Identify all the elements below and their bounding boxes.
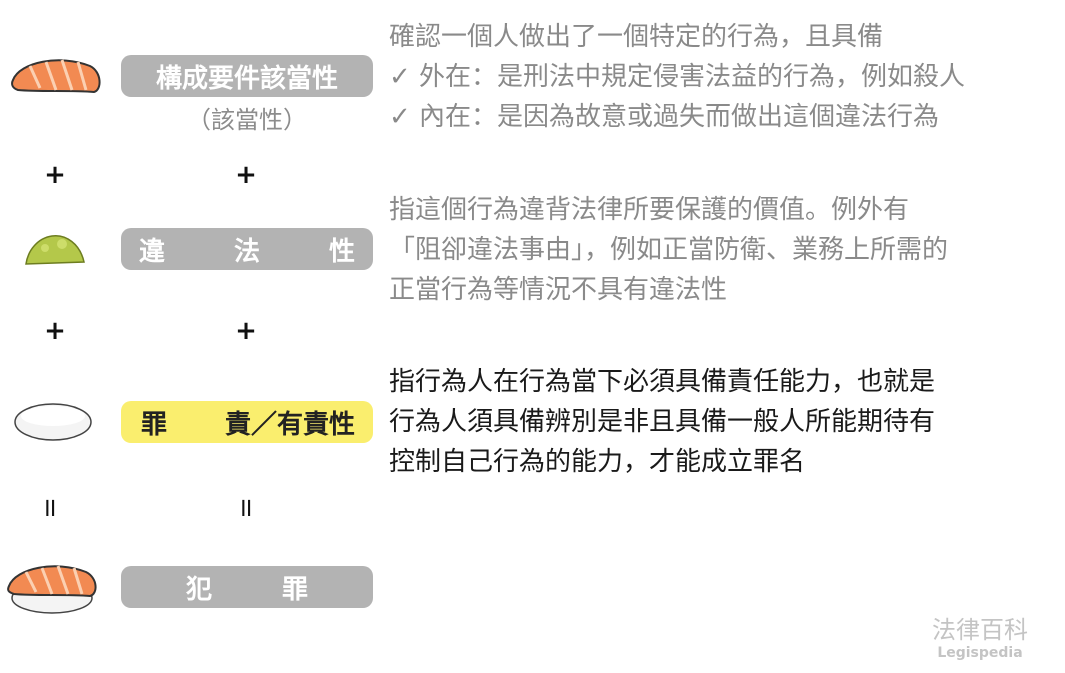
- description-line: ✓ 內在：是因為故意或過失而做出這個違法行為: [389, 102, 940, 132]
- description-line: 確認一個人做出了一個特定的行為，且具備: [389, 22, 884, 52]
- description-line: 行為人須具備辨別是非且具備一般人所能期待有: [389, 407, 936, 437]
- element-constituent-pill: 構成要件該當性: [121, 55, 373, 97]
- salmon-slice-icon: [11, 59, 101, 94]
- pill-label-part: 性: [328, 236, 355, 267]
- legispedia-logo: 法律百科 Legispedia: [920, 610, 1040, 661]
- pill-label-part: 責／有責性: [224, 409, 355, 440]
- rice-icon: [14, 403, 92, 441]
- element-illegality-pill: 違 法 性: [121, 228, 373, 270]
- description-line: 「阻卻違法事由」，例如正當防衛、業務上所需的: [389, 235, 949, 265]
- description-line: 正當行為等情況不具有違法性: [389, 275, 728, 305]
- plus-operator: +: [235, 160, 257, 190]
- logo-zh: 法律百科: [932, 616, 1028, 644]
- pill-label-part: 犯: [185, 574, 212, 605]
- salmon-nigiri-icon: [7, 565, 97, 614]
- logo-en: Legispedia: [937, 645, 1023, 661]
- description-line: 指行為人在行為當下必須具備責任能力，也就是: [389, 367, 936, 397]
- pill-label-part: 罪: [141, 409, 168, 440]
- equals-operator: ॥: [41, 493, 57, 523]
- element-culpability-pill: 罪 責／有責性: [121, 401, 373, 443]
- culpability-description: 指行為人在行為當下必須具備責任能力，也就是 行為人須具備辨別是非且具備一般人所能…: [389, 362, 935, 482]
- result-crime-pill: 犯 罪: [121, 566, 373, 608]
- wasabi-icon: [25, 235, 85, 265]
- description-line: 控制自己行為的能力，才能成立罪名: [389, 447, 806, 477]
- description-line: ✓ 外在：是刑法中規定侵害法益的行為，例如殺人: [389, 62, 966, 92]
- plus-operator: +: [44, 316, 66, 346]
- plus-operator: +: [44, 160, 66, 190]
- illegality-description: 指這個行為違背法律所要保護的價值。例外有 「阻卻違法事由」，例如正當防衛、業務上…: [389, 190, 948, 310]
- pill-label-part: 法: [233, 236, 260, 267]
- plus-operator: +: [235, 316, 257, 346]
- pill-label-part: 罪: [281, 574, 308, 605]
- description-line: 指這個行為違背法律所要保護的價值。例外有: [389, 195, 910, 225]
- pill-label-part: 違: [139, 236, 166, 267]
- constituent-description: 確認一個人做出了一個特定的行為，且具備 ✓ 外在：是刑法中規定侵害法益的行為，例…: [389, 17, 965, 137]
- equals-operator: ॥: [237, 493, 253, 523]
- pill-label: 構成要件該當性: [155, 63, 338, 94]
- element-sub-label: （該當性）: [187, 106, 307, 134]
